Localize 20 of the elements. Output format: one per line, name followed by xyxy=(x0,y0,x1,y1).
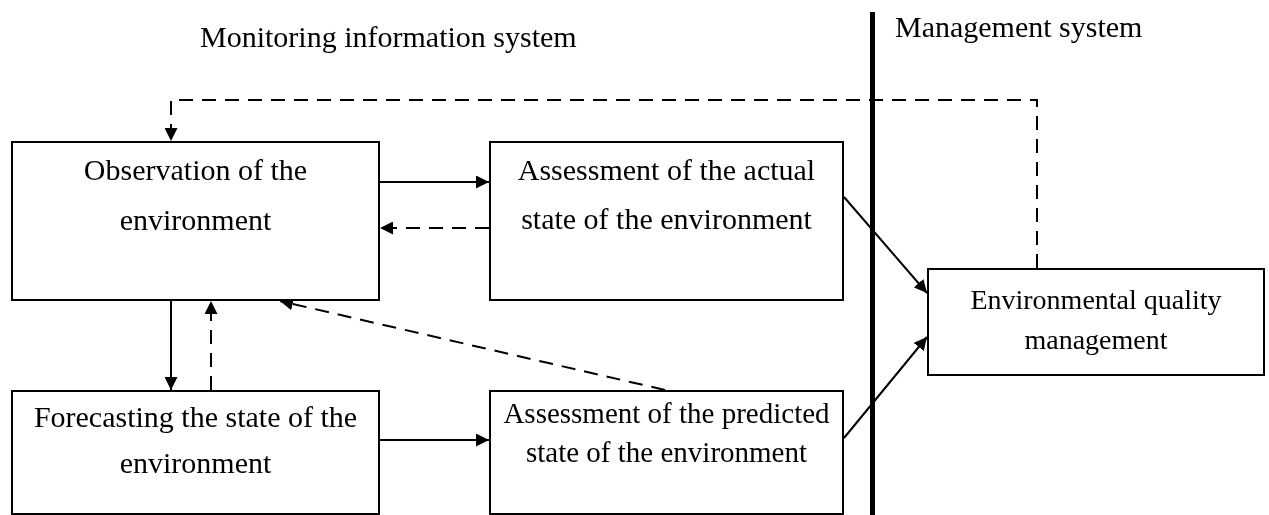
process-box xyxy=(11,390,380,515)
arrow xyxy=(379,433,490,447)
process-box xyxy=(489,141,844,301)
arrow xyxy=(379,221,490,235)
box-text: Assessment of the predicted state of the environment xyxy=(502,396,831,470)
process-box xyxy=(489,390,844,515)
process-box xyxy=(927,268,1265,376)
arrow xyxy=(843,336,928,439)
arrow xyxy=(843,196,928,294)
section-heading: Management system xyxy=(895,10,1143,44)
box-text: Assessment of the actual state of the environment xyxy=(516,152,817,237)
section-heading: Monitoring information system xyxy=(200,20,577,54)
arrow xyxy=(164,300,178,391)
arrow xyxy=(164,99,1038,269)
process-box xyxy=(11,141,380,301)
arrow xyxy=(204,300,218,391)
box-text: Environmental quality management xyxy=(969,283,1223,357)
box-text: Observation of the environment xyxy=(82,152,309,238)
arrow xyxy=(379,175,490,189)
box-text: Forecasting the state of the environment xyxy=(32,399,359,481)
